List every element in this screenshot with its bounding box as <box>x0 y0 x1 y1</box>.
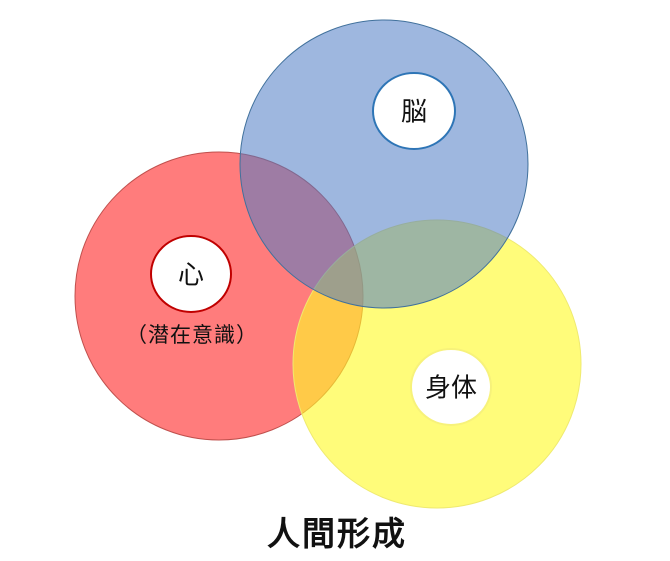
label-shintai: 身体 <box>424 373 478 404</box>
inner-circle-shintai <box>410 348 492 426</box>
inner-circle-kokoro <box>150 235 232 313</box>
label-nou: 脳 <box>400 97 428 128</box>
inner-circle-nou <box>372 72 456 150</box>
label-kokoro: 心 <box>177 260 205 291</box>
diagram-title: 人間形成 <box>267 514 407 553</box>
circle-nou <box>239 19 529 309</box>
label-kokoro-sub: （潜在意識） <box>126 323 258 347</box>
